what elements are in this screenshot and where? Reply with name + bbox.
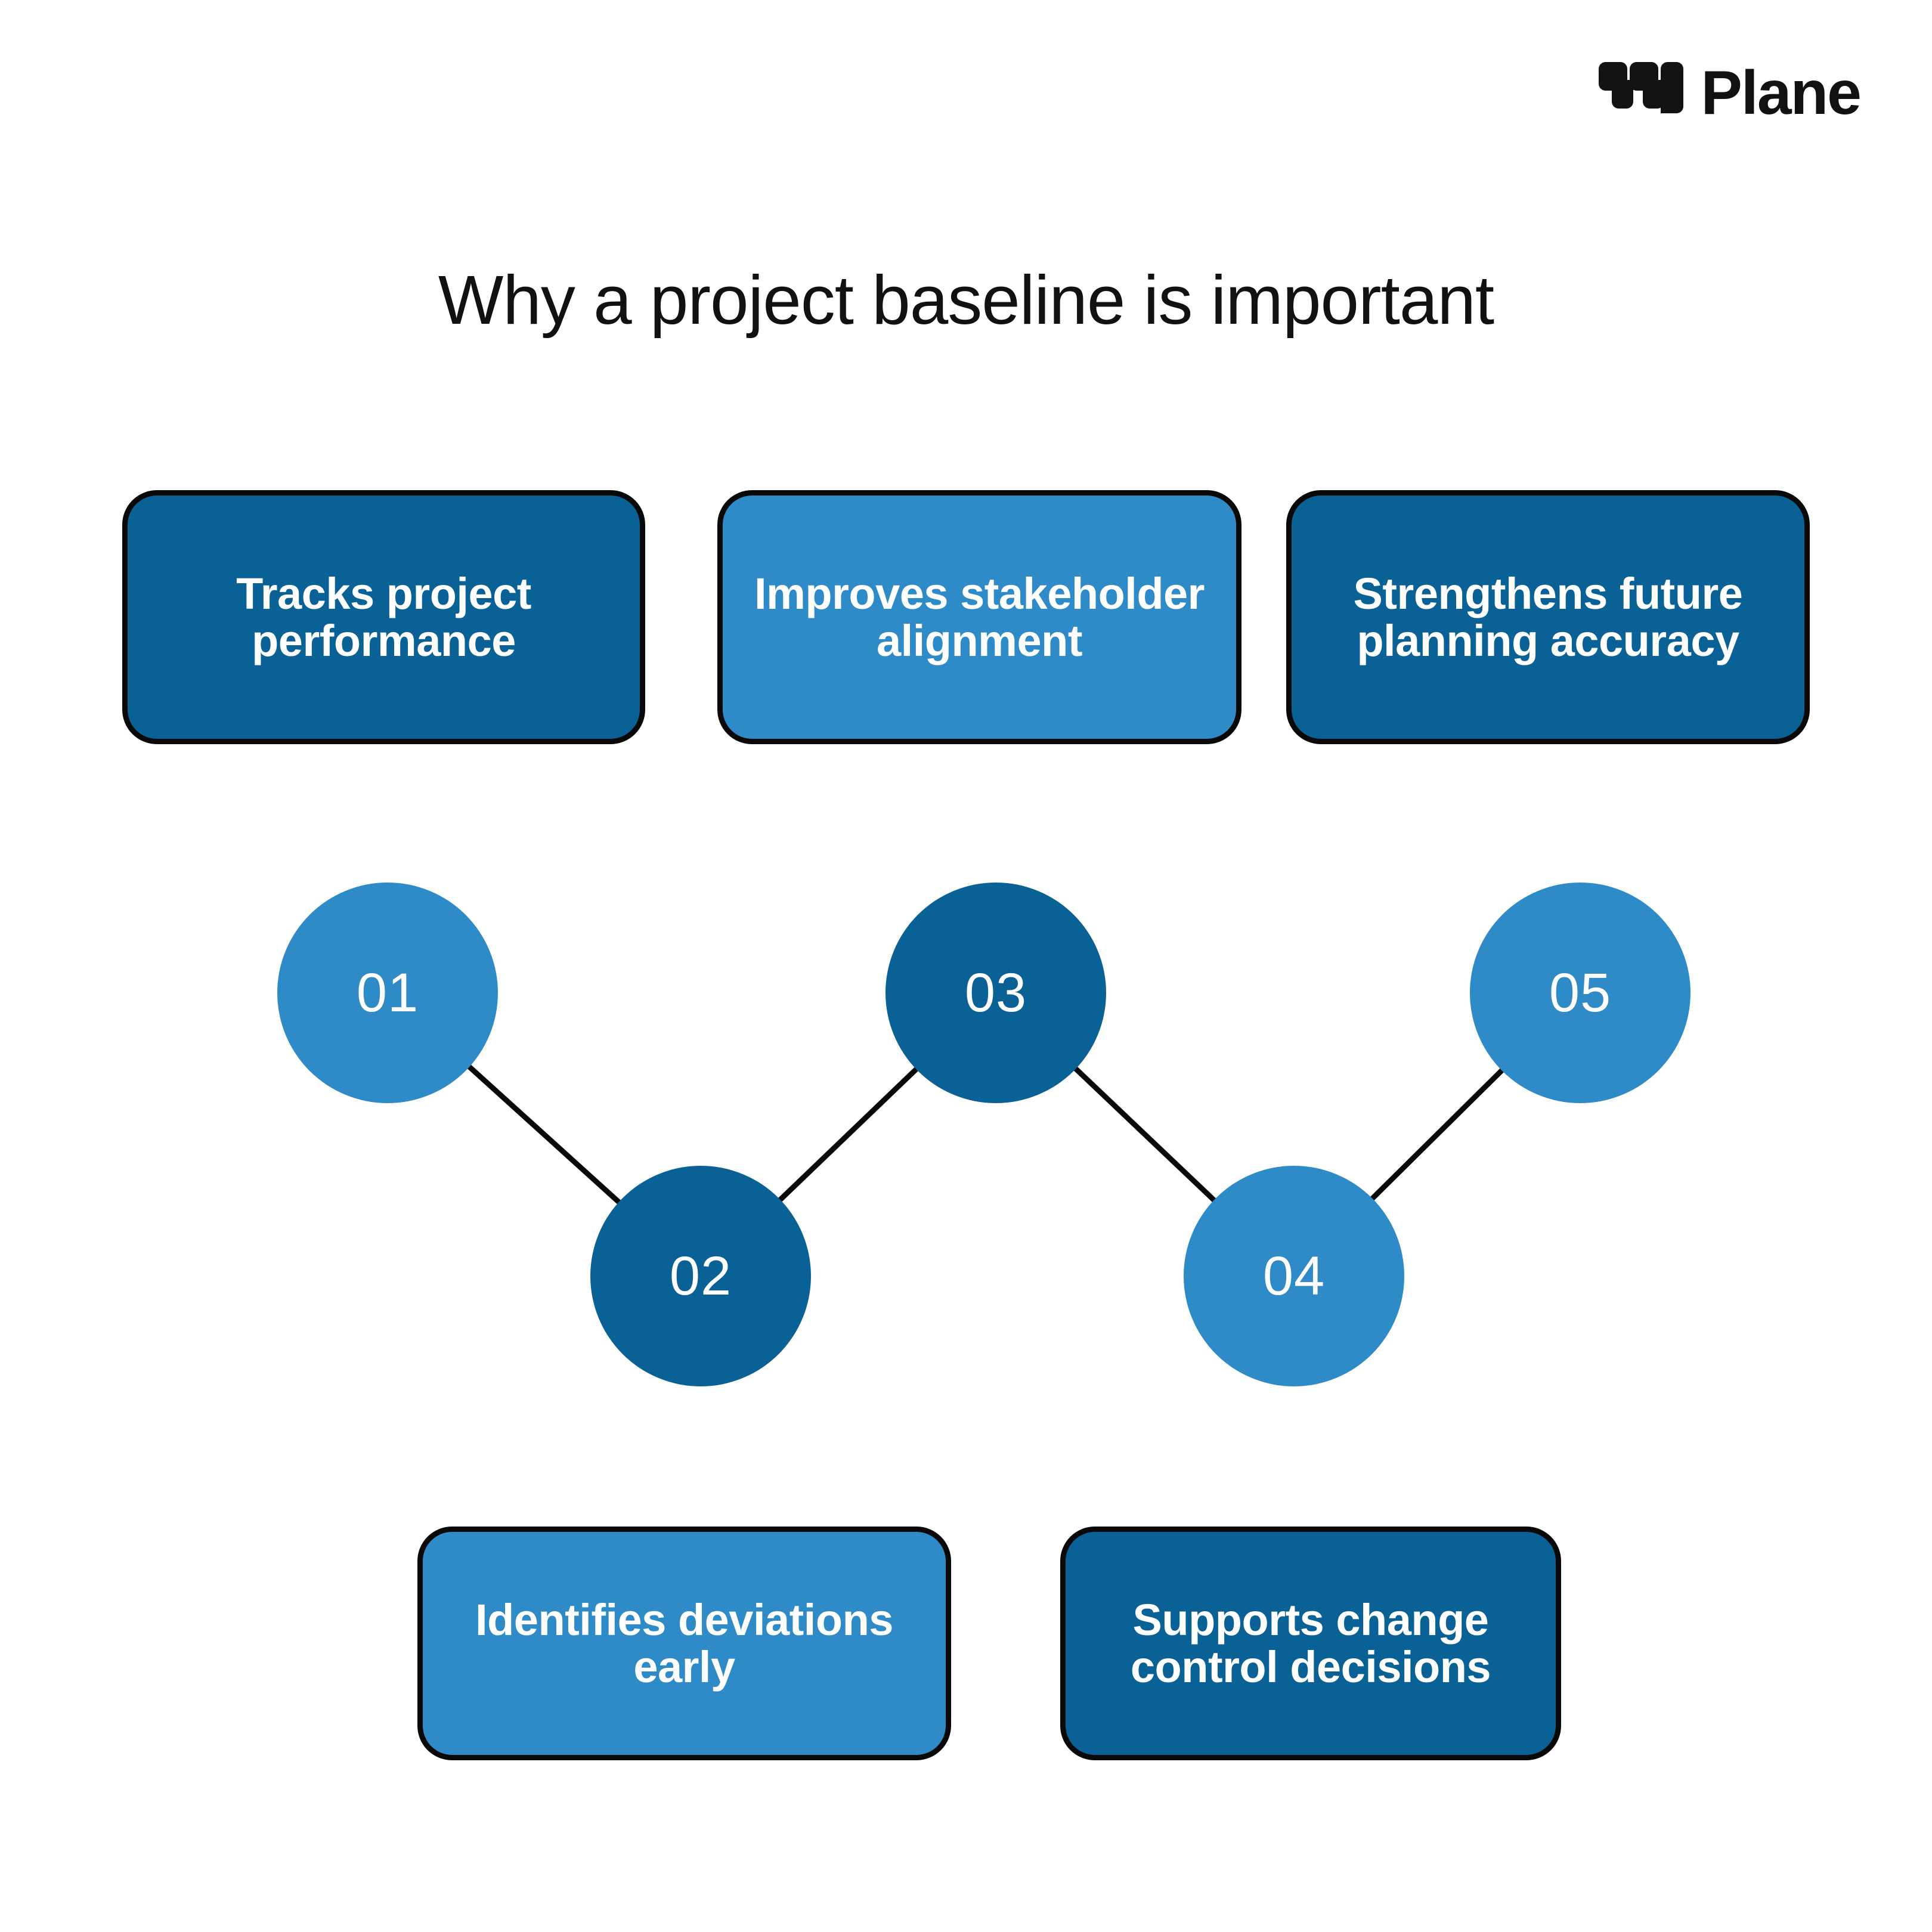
step-node-05[interactable]: 05 (1470, 883, 1690, 1103)
benefit-box-label: Identifies deviations early (475, 1594, 893, 1692)
step-node-label: 04 (1262, 1246, 1326, 1306)
plane-logo-icon (1598, 62, 1683, 113)
step-node-label: 05 (1549, 962, 1612, 1023)
benefit-box-supports-change-control[interactable]: Supports change control decisions (1060, 1527, 1561, 1760)
step-node-label: 01 (356, 962, 419, 1023)
benefit-box-identifies-deviations-early[interactable]: Identifies deviations early (417, 1527, 951, 1760)
brand-logo: Plane (1596, 58, 1862, 128)
benefit-box-label: Improves stakeholder alignment (754, 568, 1205, 665)
step-node-03[interactable]: 03 (886, 883, 1106, 1103)
benefit-box-tracks-project-performance[interactable]: Tracks project performance (122, 490, 645, 744)
benefit-box-label: Strengthens future planning accuracy (1353, 568, 1743, 665)
page-title: Why a project baseline is important (438, 261, 1494, 339)
benefit-box-label: Supports change control decisions (1130, 1594, 1491, 1692)
step-node-label: 02 (669, 1246, 732, 1306)
benefit-box-strengthens-future-planning[interactable]: Strengthens future planning accuracy (1286, 490, 1810, 744)
benefit-box-label: Tracks project performance (236, 568, 531, 665)
step-node-04[interactable]: 04 (1184, 1166, 1404, 1386)
step-node-01[interactable]: 01 (277, 883, 498, 1103)
step-node-02[interactable]: 02 (590, 1166, 811, 1386)
numbered-step-graph: 01 02 03 04 05 (0, 835, 1932, 1467)
brand-name: Plane (1701, 58, 1862, 128)
benefit-box-improves-stakeholder-alignment[interactable]: Improves stakeholder alignment (717, 490, 1241, 744)
step-node-label: 03 (964, 962, 1027, 1023)
